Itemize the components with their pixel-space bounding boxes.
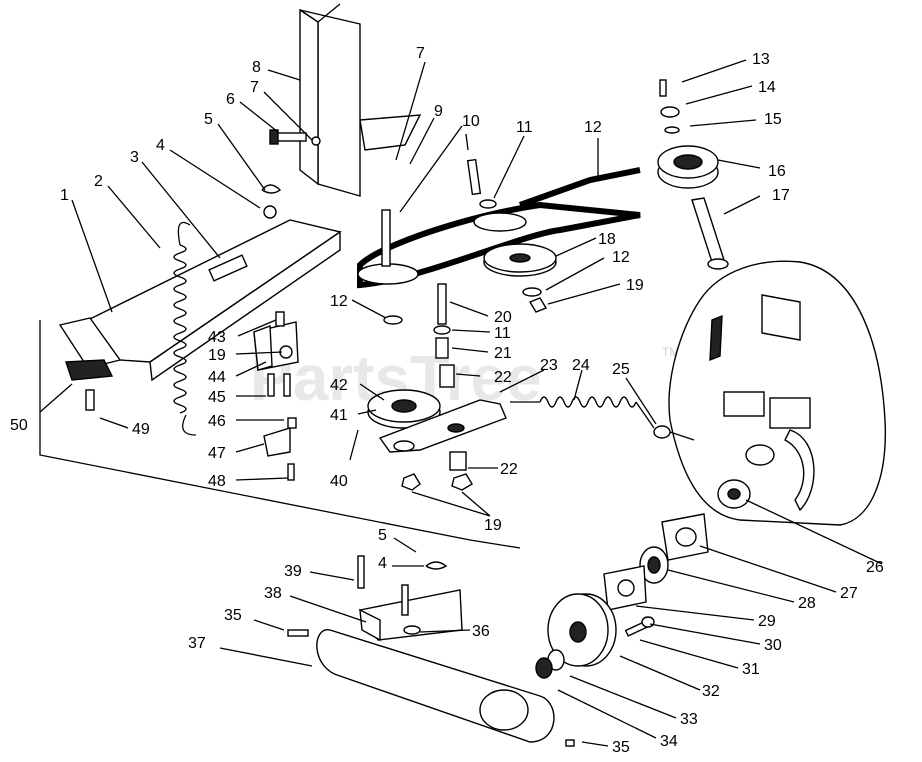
callout-11b: 11 [494,325,511,342]
belt-guard [287,555,575,747]
callout-41: 41 [330,407,348,424]
callout-18: 18 [598,231,616,248]
callout-38: 38 [264,585,282,602]
pivot-plate [58,219,342,382]
callout-22a: 22 [494,369,512,386]
parts-drawing [39,3,887,747]
callout-5: 5 [204,111,213,128]
callout-44: 44 [208,369,226,386]
callout-19b: 19 [484,517,502,534]
callout-9: 9 [434,103,443,120]
bearing-stack [603,513,709,611]
callout-35a: 35 [612,739,630,756]
callout-20: 20 [494,309,512,326]
pulley-16 [657,79,729,270]
callout-22b: 22 [500,461,518,478]
idler-arm [367,158,548,491]
callout-7b: 7 [416,45,425,62]
callout-43: 43 [208,329,226,346]
callout-3: 3 [130,149,139,166]
housing [668,260,887,526]
callout-2: 2 [94,173,103,190]
callout-29: 29 [758,613,776,630]
spring-24 [539,396,637,408]
callout-39: 39 [284,563,302,580]
callout-24: 24 [572,357,590,374]
extension-spring [173,244,187,414]
watermark-trademark: TM [662,345,679,359]
callout-37: 37 [188,635,206,652]
callout-12c: 12 [330,293,348,310]
callout-45: 45 [208,389,226,406]
lower-bracket-parts [65,311,299,481]
callout-31: 31 [742,661,760,678]
callout-26: 26 [866,559,884,576]
callout-16: 16 [768,163,786,180]
callout-6: 6 [226,91,235,108]
callout-42: 42 [330,377,348,394]
callout-35b: 35 [224,607,242,624]
callout-17: 17 [772,187,790,204]
callout-4b: 4 [378,555,387,572]
pulley-18 [483,243,557,277]
leader-lines [39,59,883,747]
callout-15: 15 [764,111,782,128]
callout-21: 21 [494,345,512,362]
callout-47: 47 [208,445,226,462]
callout-33: 33 [680,711,698,728]
callout-7a: 7 [250,79,259,96]
callout-27: 27 [840,585,858,602]
callout-8: 8 [252,59,261,76]
callout-32: 32 [702,683,720,700]
callout-48: 48 [208,473,226,490]
callout-30: 30 [764,637,782,654]
frame-outline [39,320,521,549]
drive-belt-lower [518,167,641,208]
callout-40: 40 [330,473,348,490]
callout-34: 34 [660,733,678,750]
callout-28: 28 [798,595,816,612]
callout-5b: 5 [378,527,387,544]
callout-36: 36 [472,623,490,640]
callout-12a: 12 [584,119,602,136]
callout-13: 13 [752,51,770,68]
callout-1: 1 [60,187,69,204]
callout-4: 4 [156,137,165,154]
callout-19c: 19 [208,347,226,364]
callout-11a: 11 [516,119,533,136]
callout-14: 14 [758,79,776,96]
callout-23: 23 [540,357,558,374]
callout-19a: 19 [626,277,644,294]
vertical-bracket [299,3,422,197]
callout-46: 46 [208,413,226,430]
callout-12b: 12 [612,249,630,266]
callout-25: 25 [612,361,630,378]
callout-49: 49 [132,421,150,438]
callout-50: 50 [10,417,28,434]
callout-10: 10 [462,113,480,130]
bushing-26 [717,479,751,509]
callout-labels: 1 2 3 4 5 6 7 7 8 9 10 11 12 13 14 15 16… [10,45,884,756]
bolt-and-washers [261,129,321,219]
